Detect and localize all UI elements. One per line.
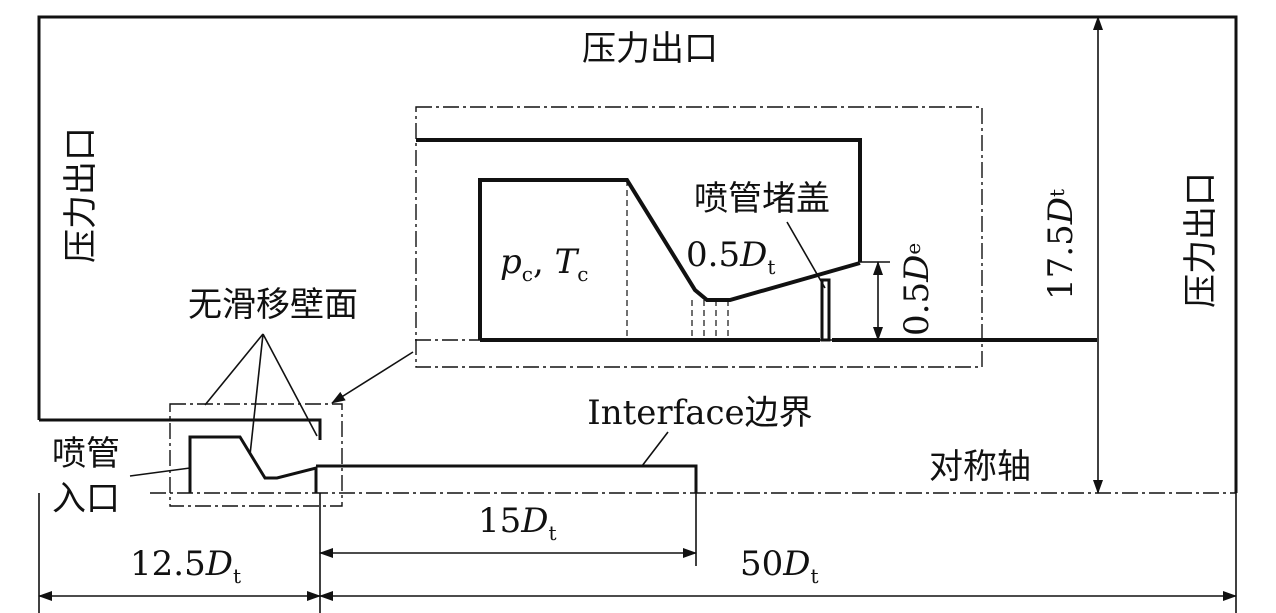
throat-symbol: D [739,235,767,275]
throat-value: 0.5 [686,235,740,275]
small-nozzle-wall [188,435,318,493]
upstream-value: 12.5 [130,544,206,584]
upstream-sub: t [233,564,241,588]
exit-radius-label: 0.5De [897,243,937,336]
chamber-p: p [500,242,522,282]
interface-length-label: 15Dt [478,501,557,545]
chamber-conditions-label: pc, Tc [500,242,588,286]
outlet-left-label: 压力出口 [61,127,101,263]
interface-value: 15 [478,501,521,541]
throat-dim-label: 0.5Dt [686,235,775,279]
interface-leader [641,431,669,467]
chamber-p-sub: c [522,262,533,286]
throat-sub: t [767,255,775,279]
chamber-T-sub: c [577,262,588,286]
downstream-sub: t [811,564,819,588]
chamber-T: T [555,242,580,282]
symmetry-axis-label: 对称轴 [929,447,1031,487]
height-symbol: D [1041,197,1081,225]
nozzle-plug-label: 喷管堵盖 [694,179,830,219]
outlet-top-label: 压力出口 [582,29,718,69]
detail-pointer-arrow [331,351,414,404]
exit-radius-sub: e [901,243,925,255]
nozzle-inlet-label-1: 喷管 [52,434,120,474]
no-slip-leader-2 [249,333,264,456]
chamber-separator: , [533,242,555,282]
detail-outer-wall [416,138,862,262]
detail-nozzle-wall [478,178,861,340]
domain-height-label: 17.5Dt [1041,189,1081,300]
no-slip-leader-1 [204,333,264,406]
nozzle-plug-shape [820,278,831,342]
downstream-symbol: D [782,544,810,584]
height-sub: t [1045,189,1069,197]
no-slip-wall-label: 无滑移壁面 [188,285,358,325]
inlet-leader [129,467,191,477]
outer-domain-boundary [37,15,1238,493]
height-value: 17.5 [1041,224,1081,300]
nozzle-inlet-label-2: 入口 [52,479,120,519]
outlet-right-label: 压力出口 [1181,172,1221,308]
no-slip-leader-3 [262,333,318,437]
detail-view-rect [415,106,983,368]
interface-sub: t [549,521,557,545]
left-wall-step [39,418,322,440]
upstream-symbol: D [205,544,233,584]
plug-leader [786,221,826,289]
downstream-value: 50 [740,544,783,584]
exit-radius-symbol: D [897,255,937,283]
upstream-length-label: 12.5Dt [130,544,241,588]
interface-boundary-line [316,464,698,493]
exit-radius-value: 0.5 [897,282,937,336]
interface-symbol: D [520,501,548,541]
interface-boundary-label: Interface边界 [587,393,812,433]
downstream-length-label: 50Dt [740,544,819,588]
